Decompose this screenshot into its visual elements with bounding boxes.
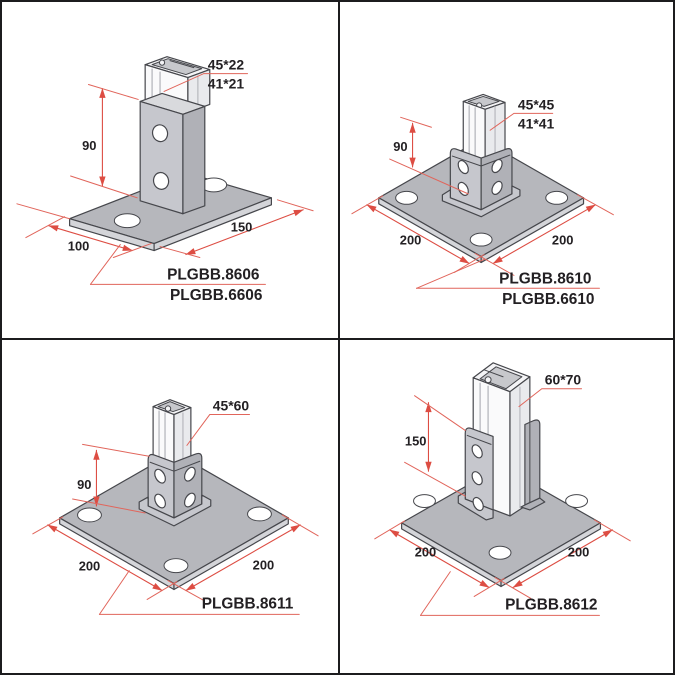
base-dim-right-value: 200 (552, 233, 574, 248)
part-number-primary: PLGBB.8611 (202, 595, 294, 612)
size-label-secondary: 41*21 (208, 75, 245, 91)
panel-plgbb-8612-drawing: 150 200 200 60*70 PLGBB.8612 (374, 362, 631, 616)
post-bracket (441, 148, 521, 218)
base-dim-right-value: 200 (568, 545, 590, 560)
base-dimension-left: 200 (374, 520, 505, 597)
size-label: 45*60 (186, 398, 251, 446)
size-label: 45*22 41*21 (163, 57, 249, 92)
channel-profile (462, 93, 506, 161)
height-dim-value: 150 (405, 433, 427, 448)
base-dim-left-value: 200 (79, 559, 101, 574)
size-label: 45*45 41*41 (489, 96, 555, 131)
grid-divider-vertical (338, 2, 340, 673)
height-dim-value: 90 (77, 477, 91, 492)
size-label-primary: 45*45 (518, 96, 555, 112)
panel-plgbb-8610-drawing: 90 200 200 45*45 41*41 PLGBB.8610 PLGBB.… (351, 93, 614, 308)
part-number-primary: PLGBB.8612 (505, 596, 597, 613)
part-number-secondary: PLGBB.6606 (170, 287, 262, 304)
size-label: 60*70 (518, 372, 583, 408)
size-label-secondary: 41*41 (518, 115, 555, 131)
base-dim-left-value: 200 (400, 233, 422, 248)
height-dimension: 150 (404, 395, 466, 497)
base-dim-right-value: 150 (231, 220, 253, 235)
part-number-callout: PLGBB.8606 PLGBB.6606 (89, 244, 266, 304)
panel-plgbb-8611-drawing: 90 200 200 45*60 PLGBB.8611 (32, 398, 319, 615)
panel-plgbb-8606-drawing: 90 150 100 45*22 41*21 PLGBB.8606 (16, 56, 314, 304)
base-dim-right-value: 200 (253, 558, 275, 573)
post-bracket (457, 419, 546, 521)
height-dimension: 90 (70, 84, 139, 199)
size-label-primary: 45*60 (213, 398, 250, 414)
height-dimension: 90 (389, 116, 469, 195)
part-number-secondary: PLGBB.6610 (502, 291, 594, 308)
part-number-callout: PLGBB.8612 (420, 571, 600, 616)
base-dimension-right: 150 (159, 199, 314, 258)
height-dimension: 90 (72, 443, 150, 514)
post-bracket (138, 452, 212, 527)
post-bracket (139, 92, 206, 215)
base-dimension-right: 200 (167, 514, 319, 601)
base-dimension-left: 200 (32, 516, 178, 600)
part-number-primary: PLGBB.8610 (499, 270, 591, 287)
part-number-callout: PLGBB.8610 PLGBB.6610 (416, 258, 600, 308)
base-dimension-right: 200 (494, 519, 631, 599)
height-dim-value: 90 (82, 138, 96, 153)
base-dimension-left: 200 (351, 195, 485, 273)
size-label-primary: 60*70 (545, 372, 582, 388)
base-dim-left-value: 200 (415, 545, 437, 560)
channel-profile (152, 399, 192, 470)
size-label-primary: 45*22 (208, 57, 245, 73)
base-dimension-right: 200 (474, 194, 614, 276)
part-number-primary: PLGBB.8606 (167, 266, 259, 283)
height-dim-value: 90 (393, 139, 407, 154)
base-dim-left-value: 100 (68, 239, 90, 254)
grid-divider-horizontal (2, 338, 673, 340)
part-number-callout: PLGBB.8611 (98, 570, 300, 615)
base-dimension-left: 100 (16, 203, 152, 258)
